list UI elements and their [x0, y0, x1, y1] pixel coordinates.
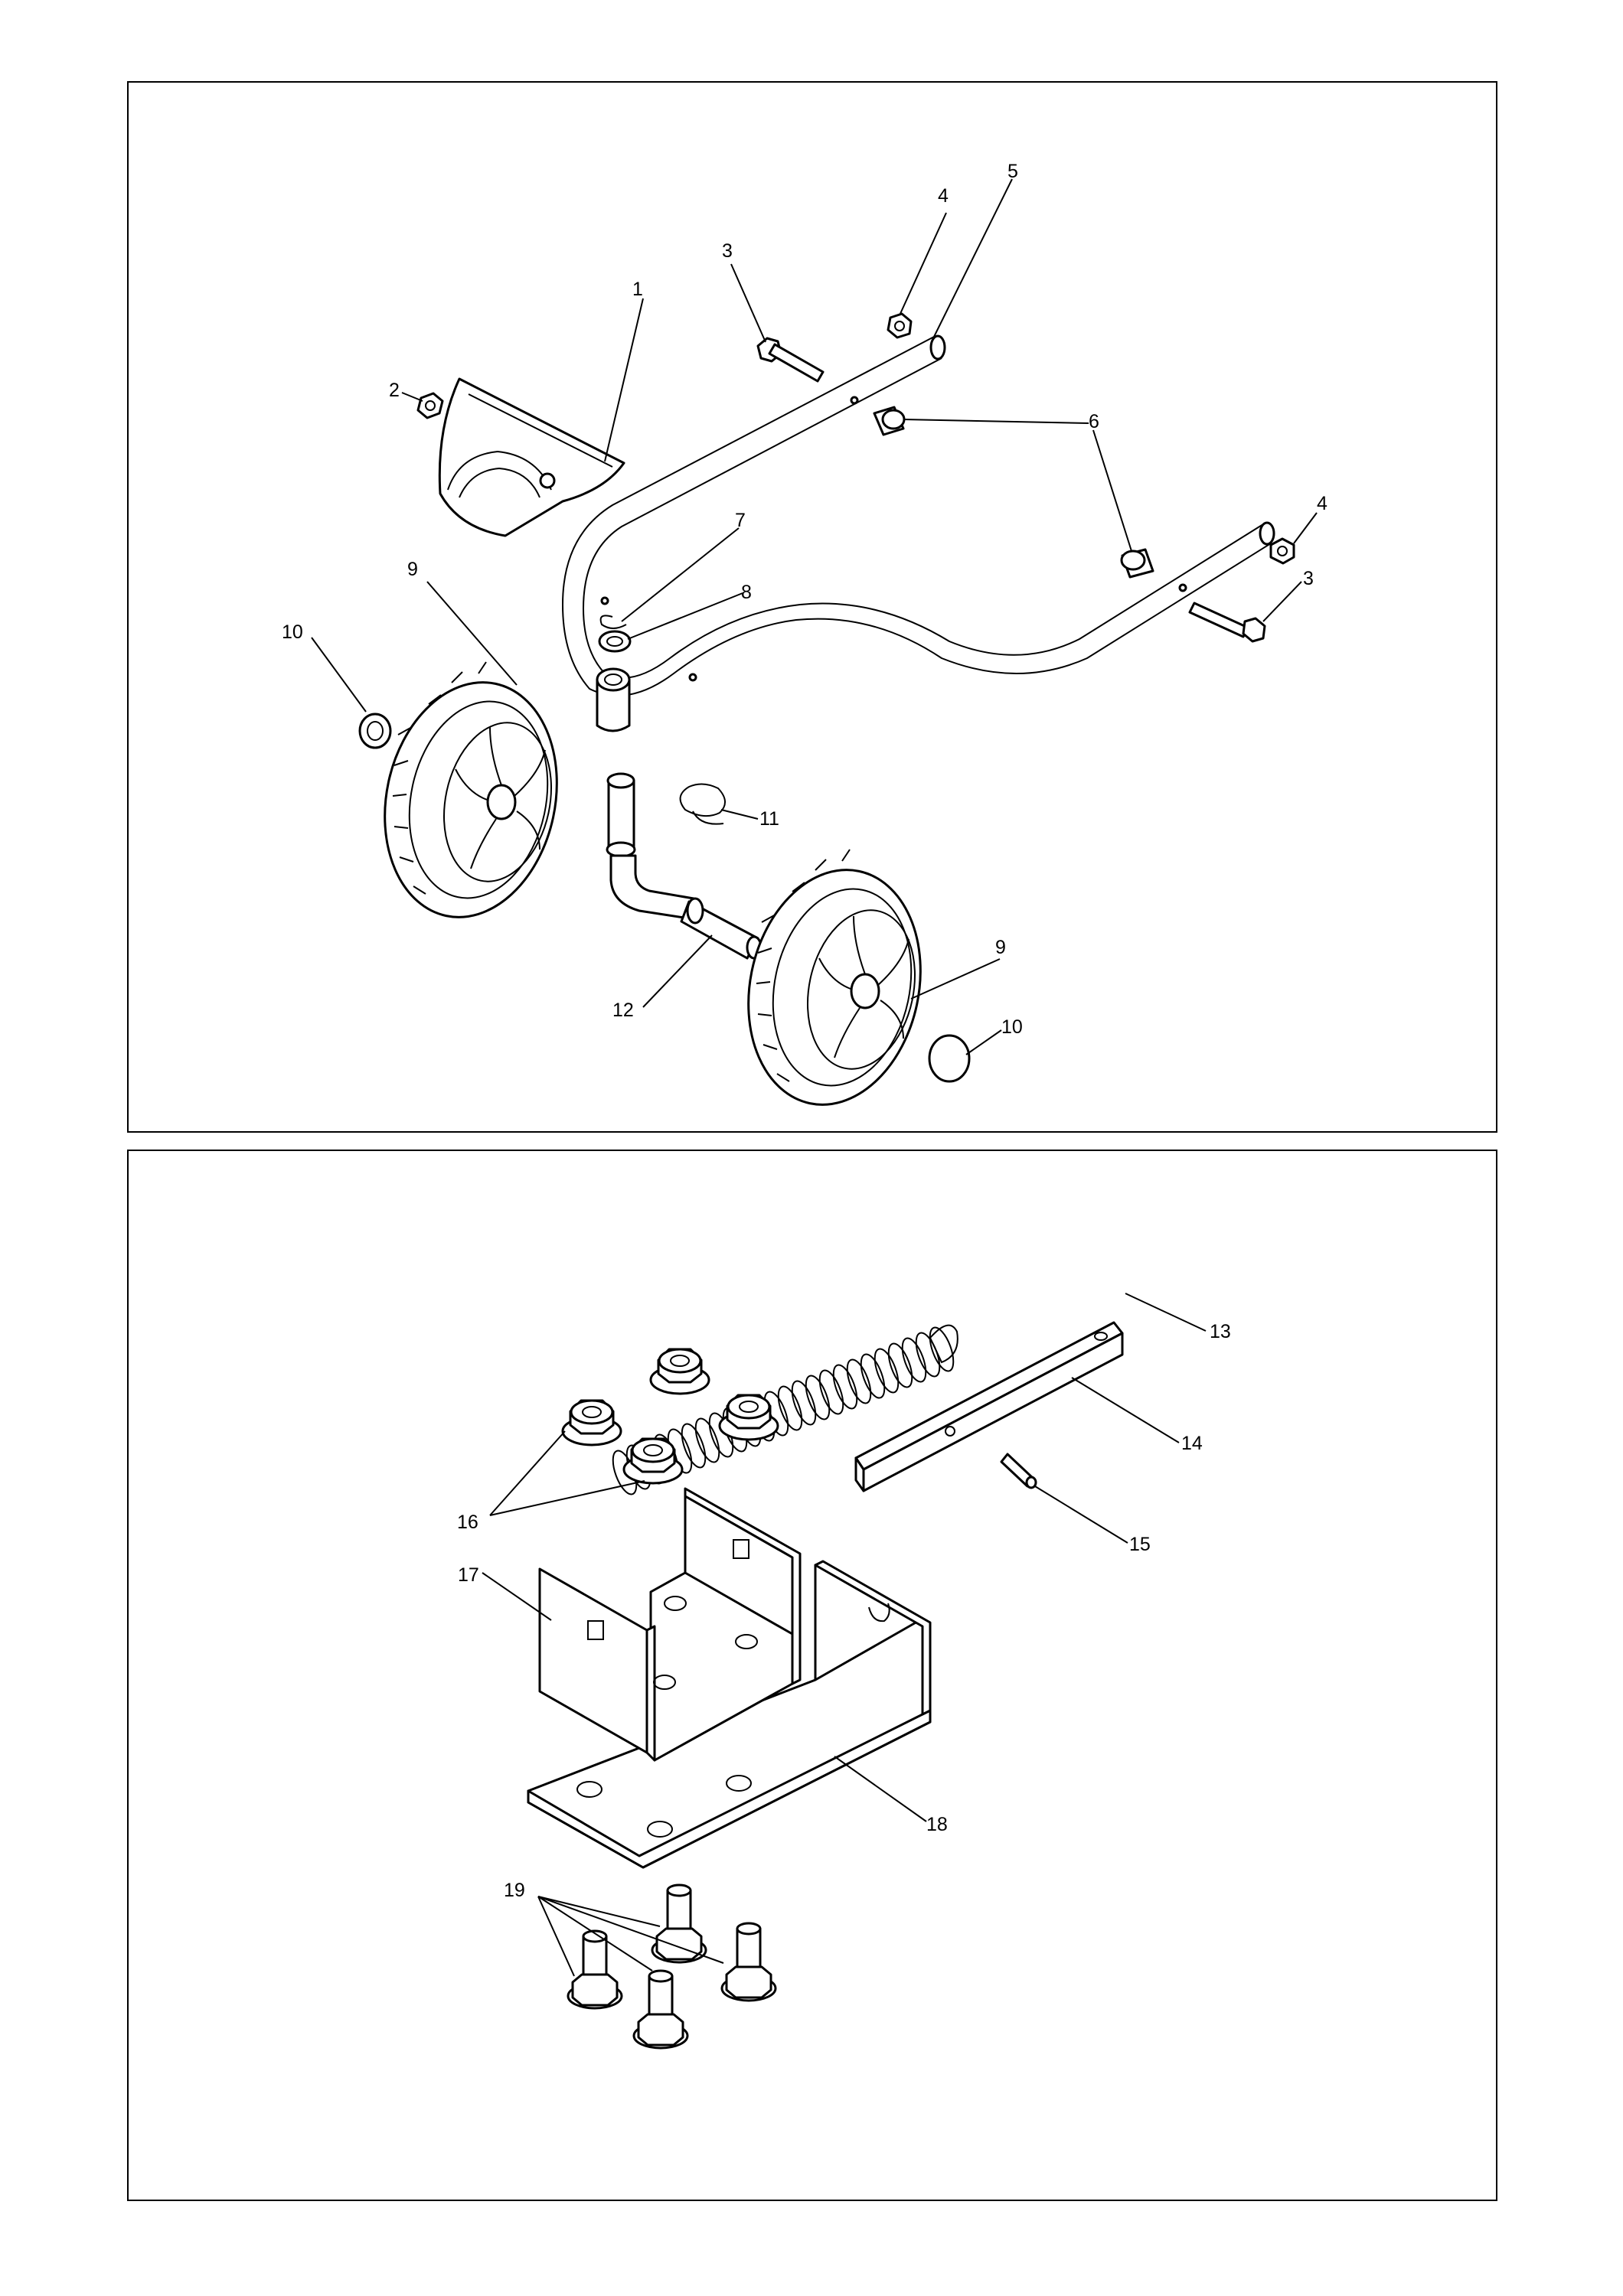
callout-9-left: 9	[407, 559, 418, 580]
callout-2: 2	[389, 380, 400, 401]
hub-cap-right	[928, 1034, 971, 1083]
flange-bolt-4	[632, 1969, 689, 2050]
flange-nut-2	[718, 1394, 779, 1441]
callout-16: 16	[457, 1512, 478, 1533]
callout-10-left: 10	[282, 621, 303, 643]
callout-15: 15	[1129, 1534, 1151, 1555]
flange-nut-4	[622, 1437, 684, 1485]
callout-7: 7	[735, 510, 746, 531]
leader-lines-bottom	[482, 1293, 1207, 1977]
flange-bolt-3	[567, 1929, 623, 2010]
spacer-sleeve-upper	[873, 406, 906, 436]
callout-12: 12	[612, 1000, 634, 1021]
callout-8: 8	[741, 582, 752, 603]
callout-1: 1	[632, 279, 643, 300]
flange-bolt-2	[720, 1922, 777, 2002]
flange-nut-3	[561, 1399, 622, 1446]
guard-nut	[416, 392, 444, 419]
callout-14: 14	[1181, 1433, 1203, 1454]
frame-bolt-upper	[756, 337, 825, 383]
frame-bolt-lower	[1188, 602, 1266, 643]
callout-11: 11	[759, 808, 779, 830]
callout-13: 13	[1210, 1321, 1231, 1342]
callout-17: 17	[458, 1564, 479, 1586]
callout-19: 19	[504, 1880, 525, 1901]
axle-washer	[598, 630, 632, 653]
callout-9-right: 9	[995, 937, 1006, 958]
wheel-washer-left	[358, 713, 392, 749]
u-bracket	[538, 1487, 802, 1762]
frame-tube	[561, 334, 1275, 696]
callout-4-lower: 4	[1317, 493, 1327, 514]
callout-18: 18	[926, 1814, 948, 1835]
flange-nut-1	[649, 1348, 710, 1395]
spring-clip	[679, 783, 726, 825]
leader-lines-top	[311, 178, 1318, 1055]
callout-3-lower: 3	[1303, 568, 1314, 589]
wheel-left	[384, 661, 558, 918]
wheel-right	[747, 849, 922, 1106]
retaining-clip	[599, 615, 627, 629]
pivot-sleeve	[596, 667, 631, 732]
wheel-guard	[438, 377, 625, 537]
frame-nut-upper	[887, 312, 913, 339]
callout-4-upper: 4	[938, 185, 949, 207]
callout-10-right: 10	[1001, 1016, 1023, 1038]
axle-shaft	[606, 772, 763, 960]
callout-5: 5	[1007, 161, 1018, 182]
bottom-panel	[127, 1150, 1497, 2201]
frame-nut-lower	[1269, 537, 1295, 565]
square-bar	[854, 1321, 1124, 1492]
spacer-sleeve-lower	[1120, 548, 1154, 579]
pin	[1000, 1453, 1037, 1489]
callout-6: 6	[1089, 411, 1099, 432]
callout-3-upper: 3	[722, 240, 733, 262]
